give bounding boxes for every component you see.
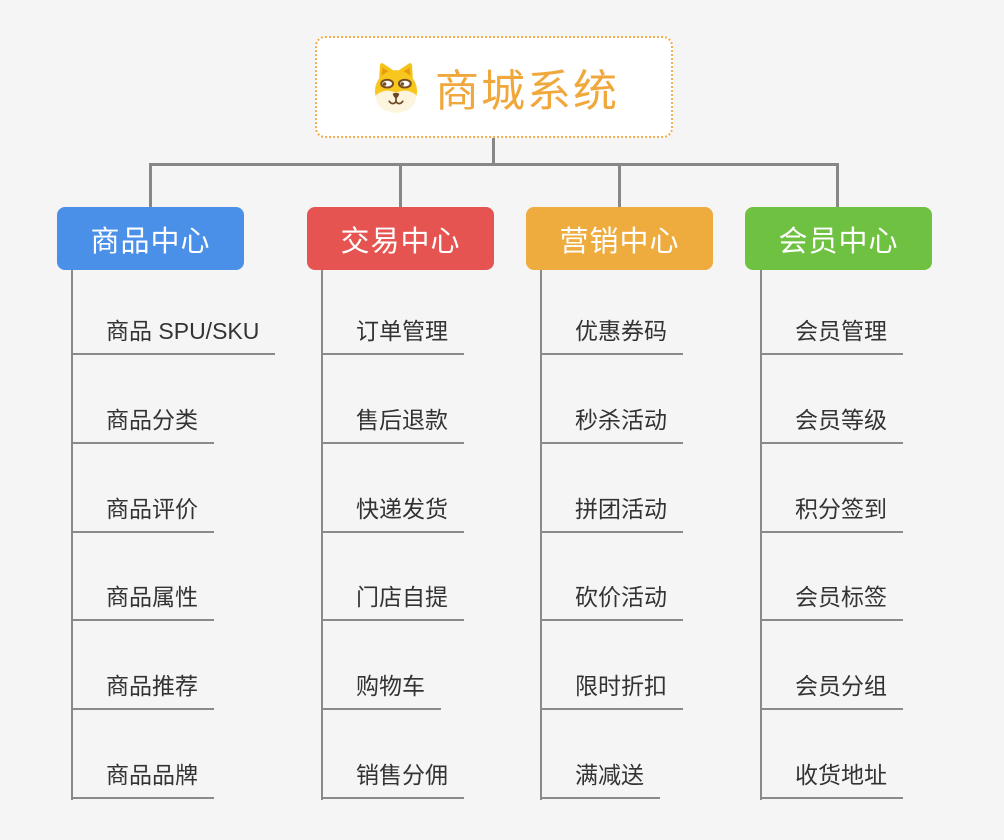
branch-node-marketing-center[interactable]: 营销中心 [526,207,713,270]
leaf-node[interactable]: 快递发货 [321,495,464,533]
leaf-node[interactable]: 优惠券码 [540,317,683,355]
leaf-node[interactable]: 砍价活动 [540,583,683,621]
leaf-node[interactable]: 门店自提 [321,583,464,621]
root-node[interactable]: 商城系统 [315,36,673,138]
leaf-node[interactable]: 会员管理 [760,317,903,355]
branch-node-member-center[interactable]: 会员中心 [745,207,932,270]
leaf-node[interactable]: 商品属性 [71,583,214,621]
leaf-node[interactable]: 销售分佣 [321,761,464,799]
leaf-node[interactable]: 会员标签 [760,583,903,621]
leaf-node[interactable]: 商品评价 [71,495,214,533]
leaf-node[interactable]: 售后退款 [321,406,464,444]
branch-bus-line [149,163,839,166]
leaf-node[interactable]: 商品品牌 [71,761,214,799]
branch-trunk-line [760,270,762,800]
leaf-node[interactable]: 积分签到 [760,495,903,533]
leaf-node[interactable]: 购物车 [321,672,441,710]
branch-trunk-line [71,270,73,800]
branch-drop-line [399,163,402,208]
leaf-node[interactable]: 会员等级 [760,406,903,444]
leaf-node[interactable]: 会员分组 [760,672,903,710]
leaf-node[interactable]: 商品分类 [71,406,214,444]
leaf-node[interactable]: 拼团活动 [540,495,683,533]
leaf-node[interactable]: 商品 SPU/SKU [71,317,276,355]
leaf-node[interactable]: 满减送 [540,761,660,799]
leaf-node[interactable]: 限时折扣 [540,672,683,710]
branch-trunk-line [321,270,323,800]
branch-drop-line [149,163,152,208]
branch-drop-line [618,163,621,208]
leaf-node[interactable]: 收货地址 [760,761,903,799]
leaf-node[interactable]: 订单管理 [321,317,464,355]
leaf-node[interactable]: 商品推荐 [71,672,214,710]
root-node-title: 商城系统 [435,67,619,116]
branch-node-product-center[interactable]: 商品中心 [57,207,244,270]
branch-drop-line [836,163,839,208]
root-connector-line [492,136,495,165]
leaf-node[interactable]: 秒杀活动 [540,406,683,444]
branch-trunk-line [540,270,542,800]
dog-mascot-icon [374,63,418,113]
branch-node-trade-center[interactable]: 交易中心 [307,207,494,270]
